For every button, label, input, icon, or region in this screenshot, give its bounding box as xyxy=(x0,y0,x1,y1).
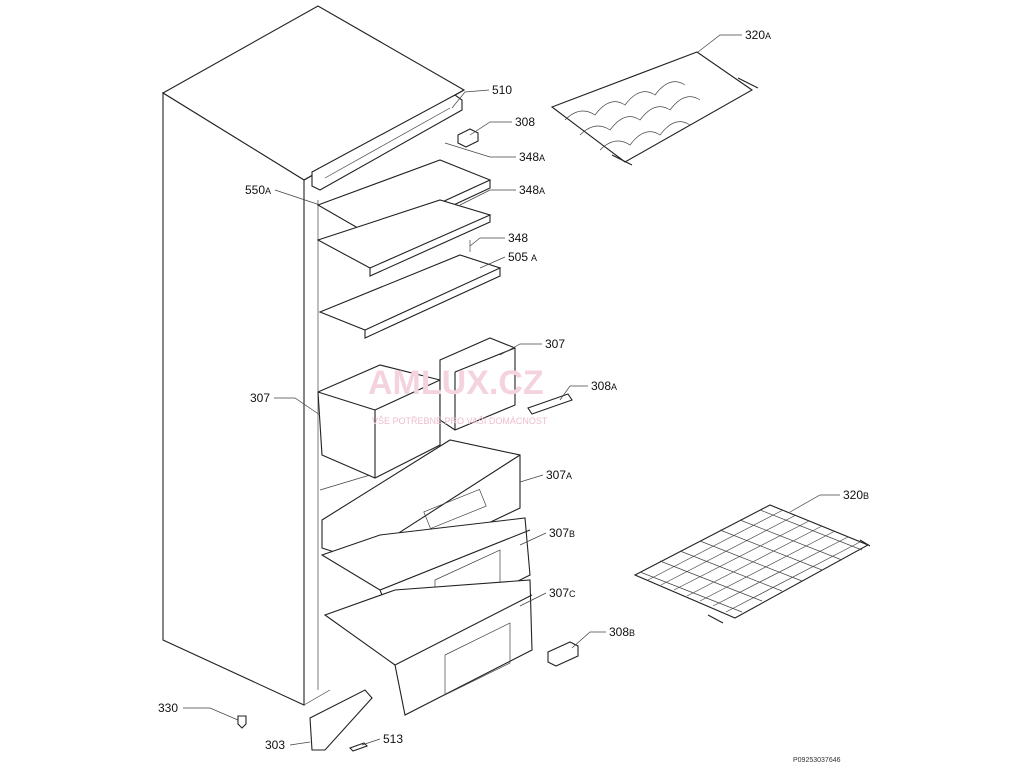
watermark: AMLUX.CZ VŠE POTŘEBNÉ PRO VAŠI DOMÁCNOST xyxy=(368,364,548,426)
part-308b-hinge xyxy=(547,641,579,667)
part-308-hinge xyxy=(457,128,479,148)
label-510: 510 xyxy=(492,83,512,97)
label-348a: 348A xyxy=(519,183,545,197)
part-307c-drawer xyxy=(323,579,533,716)
label-320a: 320A xyxy=(745,28,771,42)
drawing-code: P09253037646 xyxy=(793,757,841,764)
part-320b-wire-shelf xyxy=(633,504,871,624)
part-330-foot xyxy=(237,715,247,729)
glass-shelves xyxy=(316,159,502,339)
part-307-crispers xyxy=(317,337,516,479)
label-320b: 320B xyxy=(843,488,869,502)
label-348: 348 xyxy=(508,231,528,245)
label-308a: 308A xyxy=(591,379,617,393)
label-307a: 307A xyxy=(546,468,572,482)
label-307b: 307B xyxy=(549,526,575,540)
label-307c: 307C xyxy=(549,586,576,600)
part-510-top-cover xyxy=(311,94,463,191)
leader-lines xyxy=(183,34,840,746)
svg-text:VŠE POTŘEBNÉ PRO VAŠI DOMÁCNOS: VŠE POTŘEBNÉ PRO VAŠI DOMÁCNOST xyxy=(372,416,548,426)
label-307: 307 xyxy=(545,337,565,351)
label-513: 513 xyxy=(383,732,403,746)
label-303: 303 xyxy=(265,738,285,752)
part-303-plinth xyxy=(309,689,373,751)
label-348a: 348A xyxy=(519,150,545,164)
svg-text:AMLUX.CZ: AMLUX.CZ xyxy=(368,364,544,402)
label-330: 330 xyxy=(158,701,178,715)
label-308b: 308B xyxy=(609,625,635,639)
label-307: 307 xyxy=(250,391,270,405)
label-550a: 550A xyxy=(245,183,271,197)
label-308: 308 xyxy=(515,115,535,129)
part-320a-bottle-rack xyxy=(550,51,759,166)
